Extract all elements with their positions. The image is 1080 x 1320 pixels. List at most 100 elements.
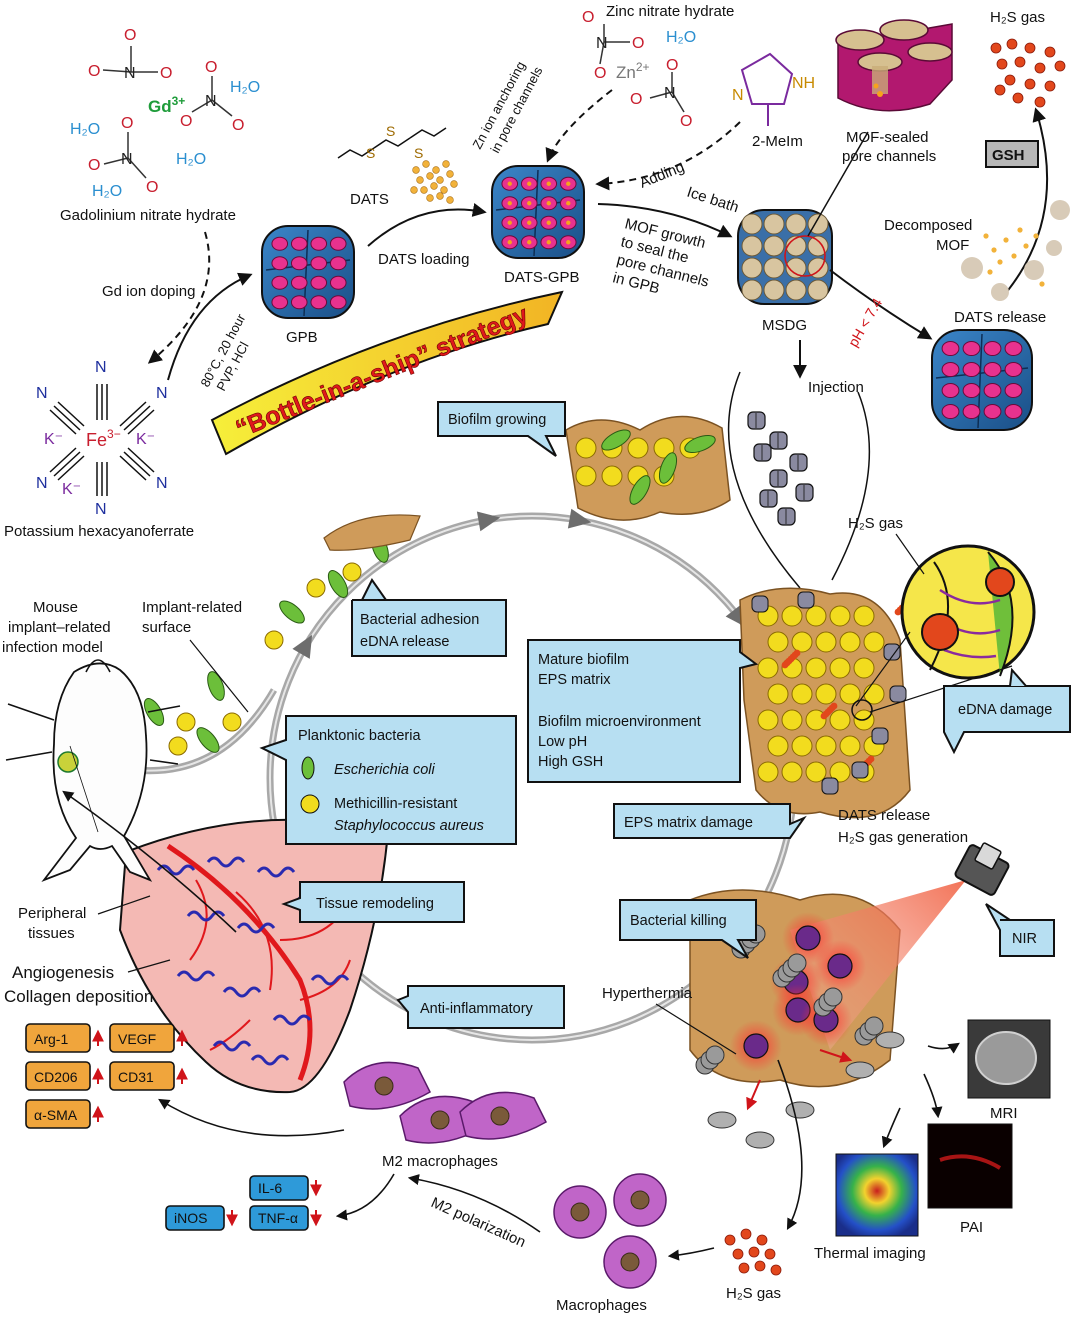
marker-label-up: α-SMA: [34, 1107, 78, 1123]
debris-fragment: [785, 1101, 815, 1119]
dats-particle: [442, 160, 450, 168]
water-molecule: H₂O: [176, 151, 206, 168]
mouse-midline: [69, 745, 99, 833]
zn-anchor-arrow: [545, 89, 613, 163]
implant-surface-line2: surface: [142, 619, 191, 636]
heated-nanocube: [795, 925, 821, 951]
dats-dot: [566, 220, 571, 225]
callout-text: Bacterial killing: [630, 913, 727, 929]
ecoli-icon: [301, 756, 315, 780]
water-molecule: H₂O: [230, 79, 260, 96]
imaging-arrow-thermal: [881, 1107, 901, 1149]
peripheral-pointer: [97, 895, 151, 915]
dats-particle: [1023, 243, 1029, 249]
dats-particle: [997, 259, 1003, 265]
potassium-ion: K⁻: [136, 431, 155, 448]
msdg-nanocube: [737, 209, 833, 305]
decomposed-mof-line1: Decomposed: [884, 217, 972, 234]
heat-arrow: [819, 1049, 853, 1063]
nh-group: NH: [792, 75, 815, 92]
h2s-particle: [990, 42, 1002, 54]
dats-particle: [426, 194, 434, 202]
mof-fragment: [961, 257, 983, 279]
dats-dot: [546, 181, 551, 186]
dats-gpb-nanocube: [491, 165, 585, 259]
sealed-pore: [763, 279, 785, 301]
zoom-focus: [851, 699, 873, 721]
mature-biofilm-bacteria: [751, 591, 912, 795]
dats-particles: [410, 160, 458, 204]
h2s-particle: [1012, 92, 1024, 104]
collagen-fiber: [186, 910, 226, 922]
nitrogen-atom: N: [121, 151, 133, 168]
pore: [983, 341, 1002, 356]
dats-dot: [566, 201, 571, 206]
nanocube: [795, 483, 814, 502]
mrsa-bacterium: [767, 735, 789, 757]
dats-particle: [420, 186, 428, 194]
gadolinium-nitrate-group: N O O O N O O O N O O O Gd3+ H₂O H₂O H₂O: [60, 27, 260, 224]
callout-text: Staphylococcus aureus: [334, 818, 484, 834]
mouse-model: [5, 659, 181, 882]
mrsa-bacterium: [767, 631, 789, 653]
callout-text: Biofilm microenvironment: [538, 714, 701, 730]
capillary: [235, 891, 273, 991]
nitrogen-atom: N: [124, 65, 136, 82]
dead-bacterium: [787, 953, 807, 973]
debris-fragment: [875, 1031, 905, 1049]
m2-to-cytokines-arrow: [335, 1173, 395, 1221]
callout-text: Mature biofilm: [538, 652, 629, 668]
pore: [962, 404, 981, 419]
mrsa-bacterium: [781, 709, 803, 731]
nitrate-molecule: N O O O: [180, 59, 244, 134]
potassium-label: Potassium hexacyanoferrate: [4, 523, 194, 540]
mof-growth-arrow: [597, 203, 733, 238]
gd-ion: Gd3+: [148, 94, 185, 116]
pore: [1004, 362, 1023, 377]
mrsa-bacterium: [863, 631, 885, 653]
marker-box-up: [25, 1061, 91, 1091]
dats-particle: [436, 192, 444, 200]
dats-particle: [422, 160, 430, 168]
h2s-particle: [738, 1262, 750, 1274]
oxygen-atom: O: [160, 65, 172, 82]
tissue-to-mouse-arrow: [62, 790, 237, 933]
m2-polarization-label: M2 polarization: [428, 1194, 528, 1251]
dats-particle: [1011, 253, 1017, 259]
pore: [310, 256, 328, 271]
m2-macrophages: [343, 1061, 547, 1144]
dats-dot: [507, 181, 512, 186]
heat-arrow: [746, 1079, 761, 1111]
injected-nanocubes: [747, 411, 814, 526]
collagen-fiber: [206, 856, 246, 868]
mrsa-bacterium: [791, 735, 813, 757]
h2s-release-arrow: [777, 1059, 803, 1230]
oxygen-atom: O: [180, 113, 192, 130]
pore: [290, 256, 308, 271]
imaging-arrow-mri: [927, 1042, 960, 1054]
collagen-fiber: [272, 1014, 312, 1026]
mof-fragment: [1024, 260, 1044, 280]
h2s-gas-label: H₂S gas: [990, 9, 1045, 26]
h2s-particle: [1024, 42, 1036, 54]
nitrogen-atom: N: [205, 93, 217, 110]
macrophages-label: Macrophages: [556, 1297, 647, 1314]
mrsa-bacterium: [829, 605, 851, 627]
fe-center: Fe3−: [86, 427, 121, 450]
ice-bath-label: Ice bath: [685, 184, 741, 217]
mri-label: MRI: [990, 1105, 1018, 1122]
heated-nanocube: [827, 953, 853, 979]
sealed-pore: [763, 213, 785, 235]
callout-biofilm-growing: Biofilm growing: [437, 401, 566, 457]
mrsa-bacterium: [839, 735, 861, 757]
callout-text: eDNA release: [360, 634, 449, 650]
mrsa-bacterium: [853, 605, 875, 627]
callout-text: Low pH: [538, 734, 587, 750]
sealed-pore: [785, 257, 807, 279]
collagen-fiber: [212, 1040, 252, 1052]
hyperthermia-label: Hyperthermia: [602, 985, 693, 1002]
ecoli-bacterium: [684, 434, 716, 454]
dats-particle: [1039, 281, 1045, 287]
